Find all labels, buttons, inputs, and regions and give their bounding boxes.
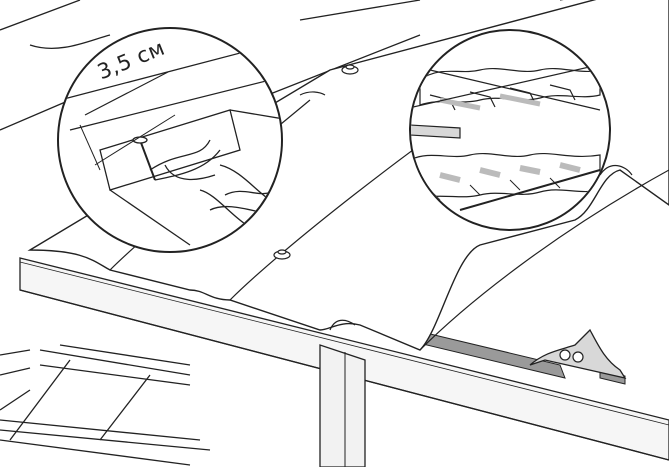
detail-circle-overlap [409,29,611,231]
batten-grid-sketch [0,344,211,466]
screw-icon [273,64,359,260]
detail-circle-fastening [57,27,283,253]
ridge-seal-icon [529,328,627,379]
rafter-post [319,344,366,467]
